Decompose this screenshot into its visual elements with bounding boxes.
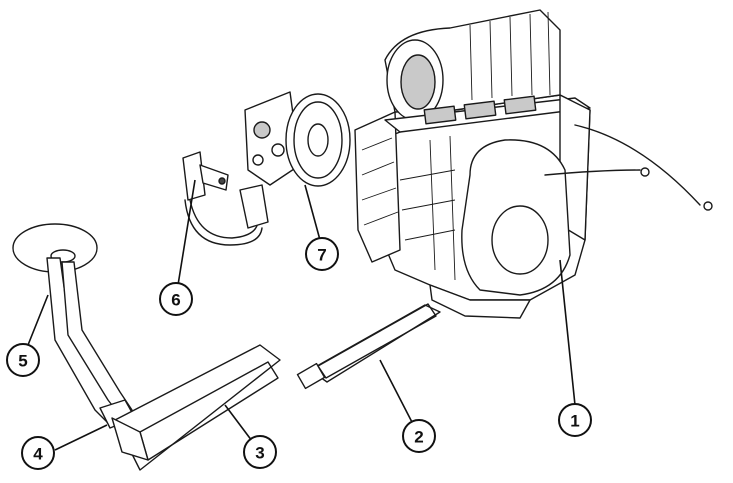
callout-2-label: 2: [414, 428, 423, 447]
callout-4-label: 4: [33, 445, 43, 464]
callout-6-label: 6: [171, 291, 180, 310]
leader-lines: [27, 179, 576, 451]
heater-housing: [354, 9, 713, 319]
callout-3: 3: [243, 435, 277, 469]
callout-6: 6: [159, 282, 193, 316]
heater-matrix: [111, 344, 281, 471]
callout-3-label: 3: [255, 444, 264, 463]
callout-5: 5: [6, 343, 40, 377]
callout-1-label: 1: [570, 412, 579, 431]
blower-motor: [244, 91, 351, 187]
callout-2: 2: [402, 419, 436, 453]
callout-5-label: 5: [18, 352, 27, 371]
pollen-filter: [296, 303, 441, 390]
callout-4: 4: [21, 436, 55, 470]
heater-pipes: [46, 257, 136, 429]
blower-resistor: [182, 151, 269, 246]
callout-7: 7: [305, 237, 339, 271]
callout-7-label: 7: [317, 246, 326, 265]
callout-1: 1: [558, 403, 592, 437]
